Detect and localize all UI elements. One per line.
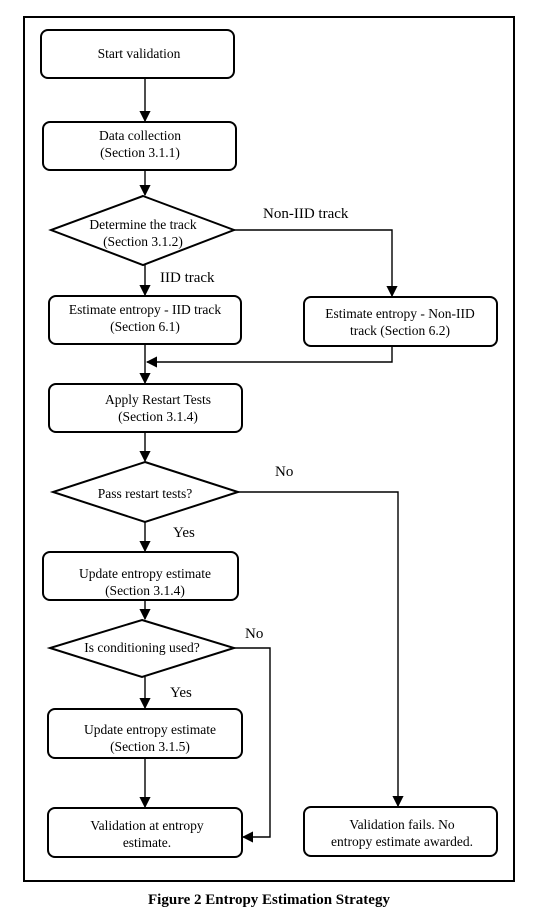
node-non-iid-shape [303, 296, 498, 347]
diagram-frame [23, 16, 515, 882]
node-validation-fail: Validation fails. No entropy estimate awa… [331, 817, 473, 849]
start-line-1: Start validation [98, 46, 181, 61]
node-determine-track-shape [48, 194, 237, 267]
node-start-shape [40, 29, 235, 79]
non-iid-line-2: track (Section 6.2) [350, 323, 450, 338]
node-start: Start validation [98, 46, 181, 61]
node-restart: Apply Restart Tests (Section 3.1.4) [105, 392, 211, 424]
restart-line-2: (Section 3.1.4) [118, 409, 198, 424]
nodes: Start validation Data collection (Section… [40, 29, 498, 858]
edge-label-iid: IID track [160, 270, 215, 286]
node-validation-ok: Validation at entropy estimate. [90, 818, 203, 850]
node-update1-shape [42, 551, 239, 601]
update2-line-2: (Section 3.1.5) [110, 739, 190, 754]
node-pass-restart: Pass restart tests? [98, 486, 192, 501]
update1-line-1: Update entropy estimate [79, 566, 211, 581]
node-iid-shape [48, 295, 242, 345]
node-validation-ok-shape [47, 807, 243, 858]
node-data-collection: Data collection (Section 3.1.1) [99, 128, 181, 160]
validation-fail-line-2: entropy estimate awarded. [331, 834, 473, 849]
iid-line-2: (Section 6.1) [110, 319, 180, 334]
node-update2-shape [47, 708, 243, 759]
update2-line-1: Update entropy estimate [84, 722, 216, 737]
edge-track-to-non-iid [234, 229, 398, 298]
data-collection-line-2: (Section 3.1.1) [100, 145, 180, 160]
edge-non-iid-to-merge [145, 346, 393, 368]
data-collection-line-1: Data collection [99, 128, 181, 143]
edge-cond-no [234, 647, 271, 843]
edges [139, 78, 404, 843]
edge-labels: Non-IID track IID track No Yes No Yes [160, 206, 349, 701]
restart-line-1: Apply Restart Tests [105, 392, 211, 407]
node-iid: Estimate entropy - IID track (Section 6.1… [69, 302, 221, 334]
node-non-iid: Estimate entropy - Non-IID track (Section… [325, 306, 475, 338]
conditioning-line-1: Is conditioning used? [84, 640, 199, 655]
node-update1: Update entropy estimate (Section 3.1.4) [79, 566, 211, 598]
determine-track-line-1: Determine the track [89, 217, 196, 232]
node-data-collection-shape [42, 121, 237, 171]
edge-label-restart-yes: Yes [173, 525, 195, 541]
determine-track-line-2: (Section 3.1.2) [103, 234, 183, 249]
node-validation-fail-shape [303, 806, 498, 857]
non-iid-line-1: Estimate entropy - Non-IID [325, 306, 475, 321]
node-restart-shape [48, 383, 243, 433]
edge-label-non-iid: Non-IID track [263, 206, 349, 222]
validation-ok-line-1: Validation at entropy [90, 818, 203, 833]
edge-label-cond-no: No [245, 626, 263, 642]
figure-caption: Figure 2 Entropy Estimation Strategy [148, 892, 390, 908]
validation-fail-line-1: Validation fails. No [349, 817, 455, 832]
update1-line-2: (Section 3.1.4) [105, 583, 185, 598]
pass-restart-line-1: Pass restart tests? [98, 486, 192, 501]
node-pass-restart-shape [49, 460, 242, 524]
node-conditioning-shape [46, 618, 238, 679]
edge-label-restart-no: No [275, 464, 293, 480]
node-determine-track: Determine the track (Section 3.1.2) [89, 217, 196, 249]
edge-pass-no [238, 491, 404, 808]
node-update2: Update entropy estimate (Section 3.1.5) [84, 722, 216, 754]
validation-ok-line-2: estimate. [123, 835, 171, 850]
edge-label-cond-yes: Yes [170, 685, 192, 701]
iid-line-1: Estimate entropy - IID track [69, 302, 221, 317]
node-conditioning: Is conditioning used? [84, 640, 199, 655]
